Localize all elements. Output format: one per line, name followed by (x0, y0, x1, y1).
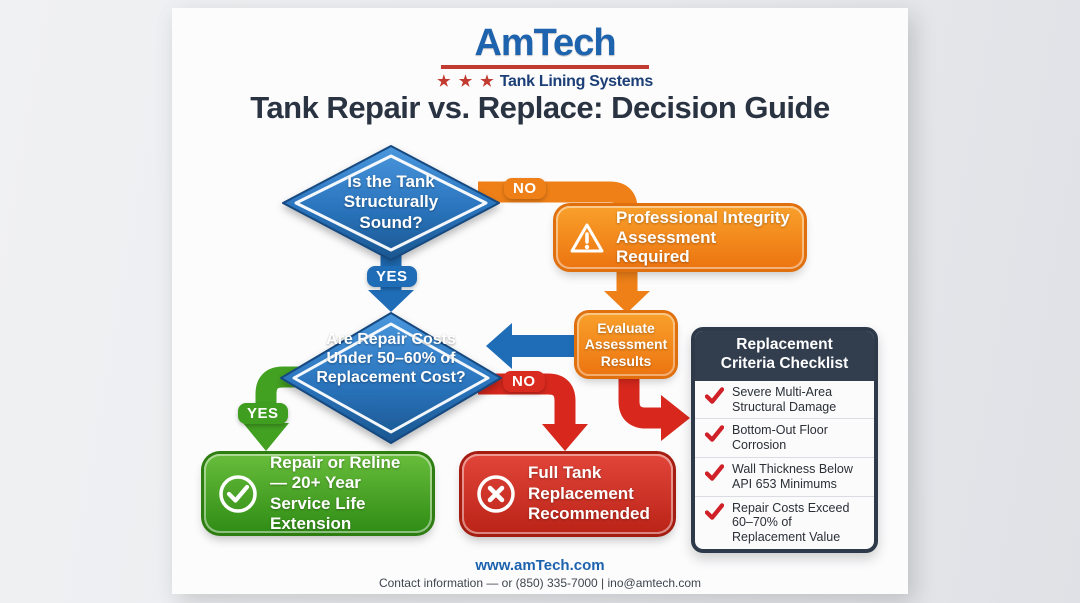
logo: AmTech ★ ★ ★Tank Lining Systems (400, 24, 690, 91)
checklist-item-text: Wall Thickness Below API 653 Minimums (732, 462, 853, 491)
checklist-title: Replacement Criteria Checklist (695, 331, 874, 381)
logo-tagline-text: Tank Lining Systems (499, 73, 653, 90)
arrow-evaluate-to-cost-decision (486, 323, 576, 369)
checklist-item-text: Repair Costs Exceed 60–70% of Replacemen… (732, 500, 850, 545)
red-checkmark-icon (704, 502, 725, 525)
checklist-body: Severe Multi-Area Structural Damage Bott… (695, 381, 874, 549)
page-title: Tank Repair vs. Replace: Decision Guide (250, 90, 830, 125)
contact-info: Contact information — or (850) 335-7000 … (378, 576, 702, 590)
checklist-item: Repair Costs Exceed 60–70% of Replacemen… (695, 495, 874, 549)
replace-box-text: Full Tank Replacement Recommended (528, 463, 650, 524)
checklist-item-text: Severe Multi-Area Structural Damage (732, 384, 837, 414)
logo-tagline: ★ ★ ★Tank Lining Systems (400, 72, 690, 91)
red-checkmark-icon (704, 425, 725, 447)
arrow-no-to-replace (478, 373, 588, 451)
decision-2-text: Are Repair Costs Under 50–60% of Replace… (316, 331, 466, 387)
x-circle-icon (474, 472, 518, 516)
checklist-item: Severe Multi-Area Structural Damage (695, 381, 874, 419)
repair-box-text: Repair or Reline — 20+ Year Service Life… (270, 452, 401, 533)
label-no-cost: NO (503, 371, 545, 392)
arrow-assessment-to-evaluate (604, 266, 650, 313)
arrow-evaluate-to-checklist (618, 372, 690, 441)
logo-underline (441, 65, 649, 69)
assessment-required-box: Professional Integrity Assessment Requir… (556, 206, 804, 269)
logo-wordmark: AmTech (474, 22, 616, 64)
label-yes-structural: YES (367, 266, 417, 287)
decision-diamond-cost (280, 312, 502, 444)
warning-triangle-icon (568, 221, 606, 255)
repair-reline-box: Repair or Reline — 20+ Year Service Life… (204, 452, 432, 533)
label-yes-cost: YES (238, 403, 288, 424)
full-replacement-box: Full Tank Replacement Recommended (462, 454, 673, 534)
decision-diamond-structural (282, 145, 500, 261)
label-no-structural: NO (504, 178, 546, 199)
checklist-item: Bottom-Out Floor Corrosion (695, 418, 874, 457)
checklist-item: Wall Thickness Below API 653 Minimums (695, 457, 874, 496)
evaluate-box-text: Evaluate Assessment Results (584, 320, 668, 369)
checklist-item-text: Bottom-Out Floor Corrosion (732, 423, 828, 453)
website-url: www.amTech.com (475, 557, 605, 574)
check-circle-icon (216, 472, 260, 516)
evaluate-results-box: Evaluate Assessment Results (577, 313, 675, 376)
stars-icon: ★ ★ ★ (437, 73, 496, 90)
decision-1-text: Is the Tank Structurally Sound? (343, 172, 439, 232)
replacement-checklist-panel: Replacement Criteria Checklist Severe Mu… (691, 327, 878, 553)
assessment-box-text: Professional Integrity Assessment Requir… (616, 208, 790, 267)
red-checkmark-icon (704, 464, 725, 486)
red-checkmark-icon (704, 387, 725, 409)
